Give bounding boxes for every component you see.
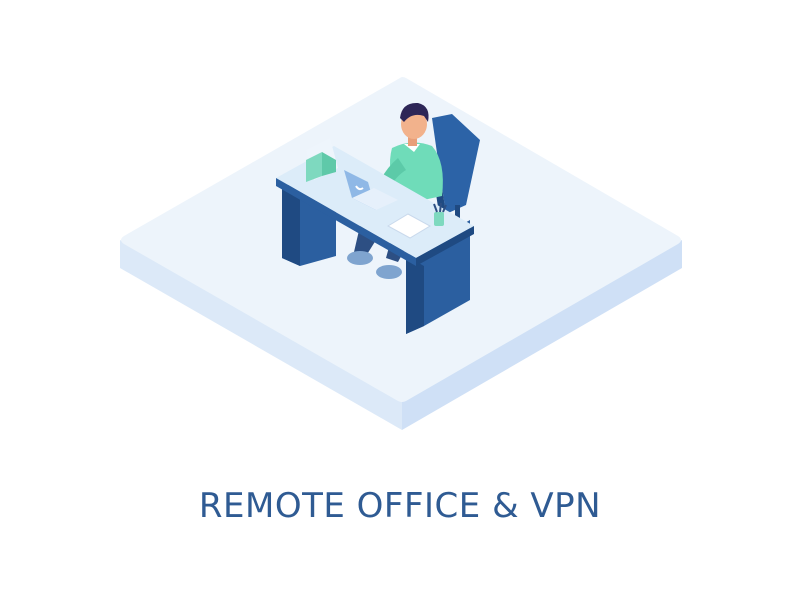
remote-office-worker-icon xyxy=(120,77,682,430)
platform-side-left xyxy=(120,240,402,430)
platform-side-right xyxy=(402,240,682,430)
document-tray xyxy=(306,138,338,182)
laptop xyxy=(344,170,398,210)
pen-cup xyxy=(433,202,447,226)
page-title: REMOTE OFFICE & VPN xyxy=(198,486,602,526)
paper xyxy=(386,213,432,239)
